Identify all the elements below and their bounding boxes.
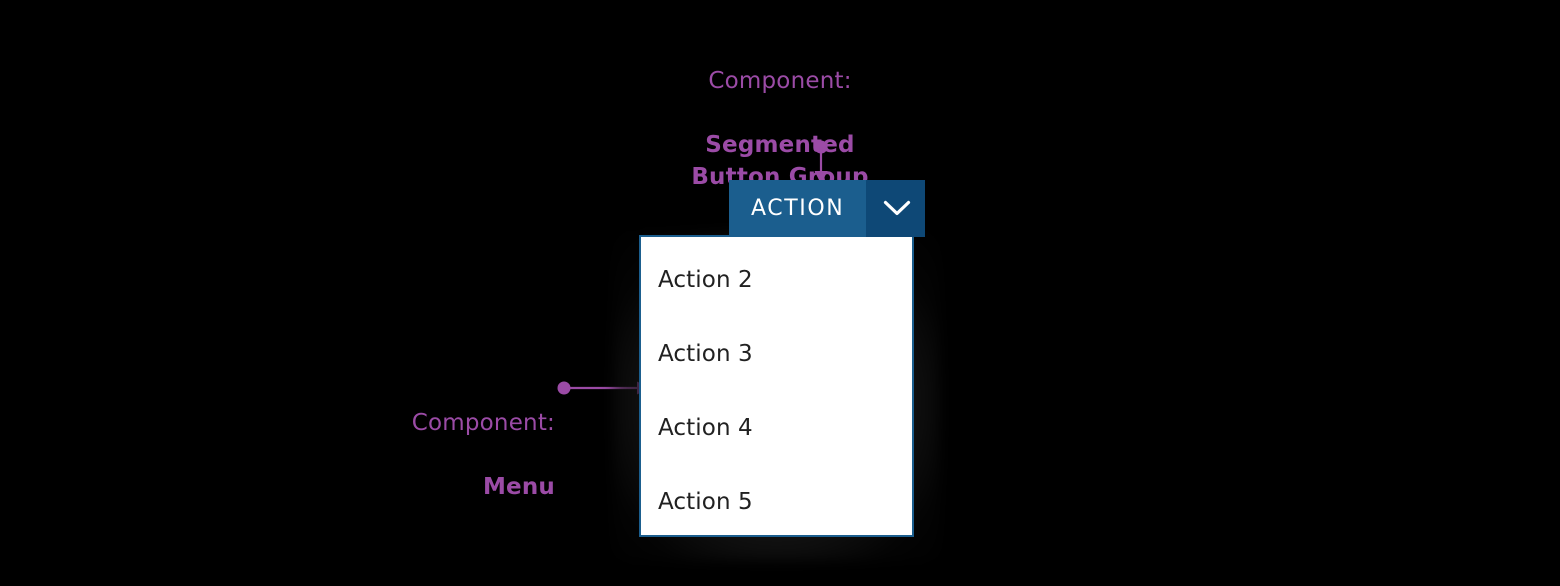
- menu-item[interactable]: Action 3: [658, 341, 753, 367]
- menu-item[interactable]: Action 5: [658, 489, 753, 515]
- menu-list: Action 2 Action 3 Action 4 Action 5: [641, 237, 912, 535]
- segmented-button-group: ACTION: [729, 180, 926, 237]
- annotation-segmented-button-group: Component: Segmented Button Group: [600, 33, 960, 225]
- annotation-prefix: Component:: [411, 410, 555, 436]
- action-button[interactable]: ACTION: [729, 180, 867, 237]
- segmented-divider: [866, 180, 869, 237]
- menu-item[interactable]: Action 2: [658, 267, 753, 293]
- annotation-menu: Component: Menu: [330, 375, 555, 535]
- annotation-prefix: Component:: [708, 68, 852, 94]
- annotation-pointer-segmented-button-group: [814, 140, 828, 184]
- action-dropdown-toggle-button[interactable]: [868, 180, 926, 237]
- menu-item[interactable]: Action 4: [658, 415, 753, 441]
- menu-container: Action 2 Action 3 Action 4 Action 5: [613, 231, 940, 561]
- menu[interactable]: Action 2 Action 3 Action 4 Action 5: [639, 235, 914, 537]
- annotation-component-name: Menu: [482, 474, 555, 500]
- chevron-down-icon: [883, 200, 911, 217]
